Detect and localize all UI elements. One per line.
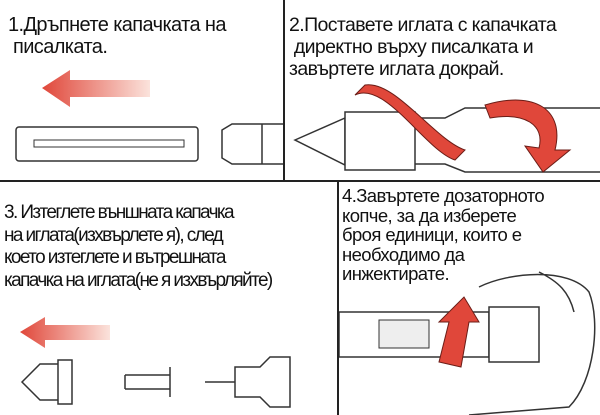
step-4-line: инжектирате. [342, 263, 450, 284]
outer-needle-cap [20, 359, 73, 405]
step-2-line: завъртете иглата докрай. [289, 58, 504, 80]
dosage-knob [488, 306, 540, 363]
needle [293, 116, 346, 167]
step-1-text: 1.Дръпнете капачката на писалката. [8, 14, 227, 58]
step-1-line: 1.Дръпнете капачката на [8, 14, 227, 36]
step-1-panel: 1.Дръпнете капачката на писалката. [0, 0, 283, 180]
step-1-illustration [15, 70, 283, 165]
step-3-panel: 3. Изтеглете външната капачка на иглата(… [0, 182, 337, 415]
rotate-arrow-icon [354, 84, 466, 161]
step-1-line: писалката. [13, 36, 108, 58]
step-4-line: копче, за да изберете [342, 204, 517, 226]
step-3-illustration [20, 317, 291, 408]
pen-cap [15, 126, 199, 162]
inner-needle-cap [124, 367, 171, 397]
step-4-panel: 4.Завъртете дозаторното копче, за да изб… [339, 182, 600, 415]
step-2-line: директно върху писалката и [289, 36, 534, 58]
hand [468, 271, 596, 415]
step-3-line: което изтеглете и вътрешната [4, 247, 226, 268]
step-4-line: необходимо да [342, 243, 465, 265]
step-4-illustration [339, 271, 596, 415]
rotate-arrow-icon [437, 296, 480, 368]
needle-on-pen [205, 356, 291, 408]
step-4-line: 4.Завъртете дозаторното [342, 185, 545, 206]
step-4-line: броя единици, които е [342, 224, 522, 245]
left-arrow-icon [20, 317, 110, 348]
step-3-line: капачка на иглата(не я изхвърляйте) [4, 269, 273, 291]
pen-body [221, 123, 283, 165]
divider-vertical-top [283, 0, 285, 181]
step-2-line: 2.Поставете иглата с капачката [289, 14, 557, 36]
step-3-line: на иглата(изхвърлете я), след [4, 224, 224, 246]
step-2-illustration [293, 84, 600, 173]
step-3-line: 3. Изтеглете външната капачка [4, 202, 235, 223]
step-3-text: 3. Изтеглете външната капачка на иглата(… [4, 202, 273, 292]
step-2-panel: 2.Поставете иглата с капачката директно … [285, 0, 600, 180]
divider-horizontal [0, 180, 600, 182]
dose-window [378, 319, 430, 349]
divider-vertical-bottom [337, 181, 339, 415]
step-2-text: 2.Поставете иглата с капачката директно … [289, 14, 557, 80]
left-arrow-icon [42, 70, 150, 107]
step-4-text: 4.Завъртете дозаторното копче, за да изб… [342, 185, 545, 284]
rotate-arrow-icon [484, 99, 572, 173]
